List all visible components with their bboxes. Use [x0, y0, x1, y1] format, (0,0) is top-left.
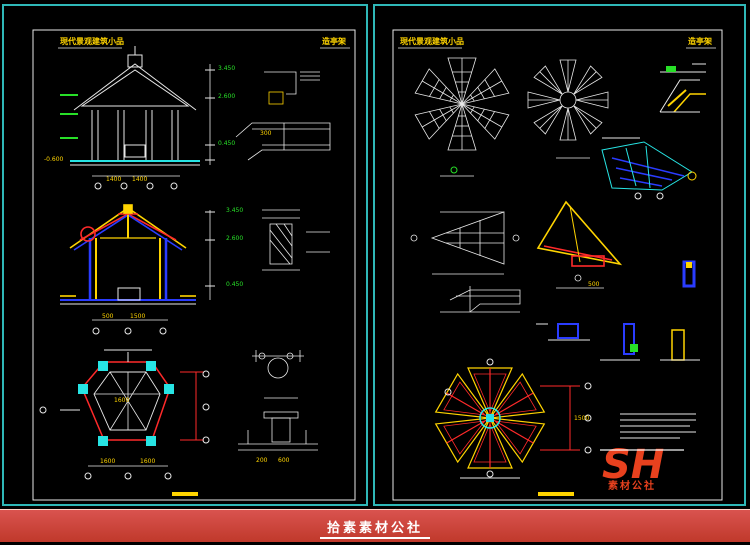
svg-text:1600: 1600: [140, 458, 155, 465]
right-eave-section: [440, 286, 521, 313]
logo-caption: 素材公社: [608, 481, 656, 492]
svg-text:2.600: 2.600: [226, 235, 243, 242]
right-roof-panel: [601, 137, 697, 200]
left-vertical-dimensions: 3.450 2.600 0.450: [205, 64, 235, 165]
left-stamp: 造亭架: [322, 36, 346, 46]
left-column-detail: [262, 209, 330, 271]
svg-text:1500: 1500: [130, 313, 145, 320]
svg-text:1600: 1600: [100, 458, 115, 465]
svg-text:500: 500: [102, 313, 114, 320]
left-sheet-frame: [2, 4, 368, 506]
right-title: 現代景观建筑小品: [400, 36, 464, 46]
svg-text:1500: 1500: [574, 415, 589, 422]
right-scale-bar: [538, 492, 574, 496]
watermark-band: 拾素素材公社: [0, 509, 750, 542]
svg-text:1400: 1400: [106, 176, 121, 183]
left-small-detail-2: [238, 397, 318, 451]
right-triangle-plate: [410, 211, 520, 275]
right-base-detail: [536, 323, 700, 361]
left-detail-top: [264, 71, 320, 105]
left-section-vdims: 3.450 2.600 0.450: [205, 207, 243, 300]
left-section: [60, 204, 196, 305]
svg-text:3.450: 3.450: [226, 207, 243, 214]
left-plan: [60, 349, 204, 446]
right-triangle-beam: [536, 200, 623, 289]
right-star-plan: [435, 367, 545, 469]
svg-text:0.450: 0.450: [226, 281, 243, 288]
left-small-detail-1: [252, 350, 304, 379]
right-notes: [620, 413, 696, 439]
left-elevation: [70, 46, 200, 166]
svg-text:3.450: 3.450: [218, 65, 235, 72]
svg-text:-0.600: -0.600: [44, 156, 64, 163]
right-ridge-detail: [659, 63, 706, 113]
right-blue-post: [682, 260, 696, 288]
right-framing-plan: [527, 59, 609, 141]
watermark-underline: [320, 537, 430, 539]
right-stamp: 造亭架: [688, 36, 712, 46]
svg-text:500: 500: [588, 281, 600, 288]
svg-text:600: 600: [278, 457, 290, 464]
svg-text:200: 200: [256, 457, 268, 464]
svg-text:1400: 1400: [132, 176, 147, 183]
svg-text:0.450: 0.450: [218, 140, 235, 147]
svg-text:1600: 1600: [114, 397, 129, 404]
right-sheet-frame: [373, 4, 746, 506]
left-scale-bar: [172, 492, 198, 496]
right-roof-plan: [414, 57, 510, 151]
svg-text:300: 300: [260, 130, 272, 137]
left-title: 現代景观建筑小品: [60, 36, 124, 46]
sh-logo-watermark: SH: [600, 442, 684, 488]
svg-text:2.600: 2.600: [218, 93, 235, 100]
left-inner-frame: [32, 29, 356, 501]
watermark-label: 拾素素材公社: [326, 521, 423, 536]
right-inner-frame: [392, 29, 723, 501]
left-detail-beam: [235, 122, 331, 161]
